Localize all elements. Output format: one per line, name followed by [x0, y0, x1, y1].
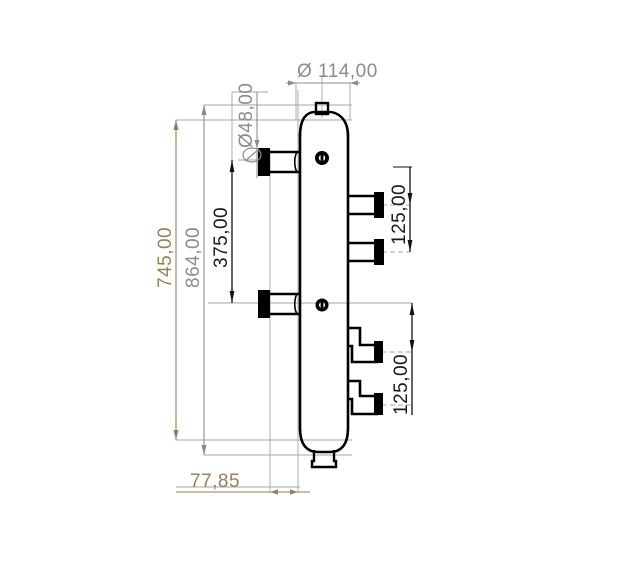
bottom-dome-cap: [298, 427, 350, 454]
dimension-spacing-125-lower: 125,00: [391, 303, 415, 415]
top-vent-stub: [314, 101, 330, 116]
vessel-body: [298, 134, 350, 430]
extension-lines-group: [175, 75, 412, 492]
bottom-drain-stub: [310, 450, 338, 469]
dimension-spacing-125-upper: 125,00: [389, 166, 413, 252]
nozzle-left-lower-flange: [258, 290, 270, 318]
port-marker-upper: [315, 151, 329, 165]
nozzle-right-second-flange: [374, 239, 384, 265]
top-dome-cap: [298, 110, 350, 137]
dimension-label-375: 375,00: [211, 207, 232, 268]
dimension-label-745: 745,00: [155, 227, 176, 288]
dimension-height-864: 864,00: [183, 105, 207, 455]
dimension-height-745: 745,00: [155, 120, 179, 440]
port-marker-lower: [315, 298, 329, 312]
nozzle-right-third-flange: [374, 341, 383, 363]
dimension-nozzle-diameter: Ø48,00: [232, 83, 268, 178]
dimension-label-125-lower: 125,00: [391, 354, 412, 415]
dimension-label-dia-114: Ø 114,00: [297, 61, 378, 82]
nozzle-right-upper-flange: [374, 192, 384, 218]
nozzle-right-third-elbow: [348, 326, 383, 364]
dimension-overall-diameter: Ø 114,00: [286, 61, 378, 86]
nozzle-right-second: [348, 239, 384, 265]
dimension-label-77-85: 77,85: [190, 471, 240, 492]
nozzle-right-upper: [348, 192, 384, 218]
nozzle-left-lower: [258, 290, 300, 318]
dimension-label-864: 864,00: [183, 227, 204, 288]
nozzle-right-fourth-flange: [374, 393, 383, 415]
dimension-offset-77-85: 77,85: [176, 471, 310, 495]
dimension-label-dia-48: Ø48,00: [236, 83, 257, 148]
dimension-label-125-upper: 125,00: [389, 184, 410, 245]
nozzle-right-fourth-elbow: [348, 379, 383, 416]
dimension-height-375: 375,00: [211, 160, 235, 303]
